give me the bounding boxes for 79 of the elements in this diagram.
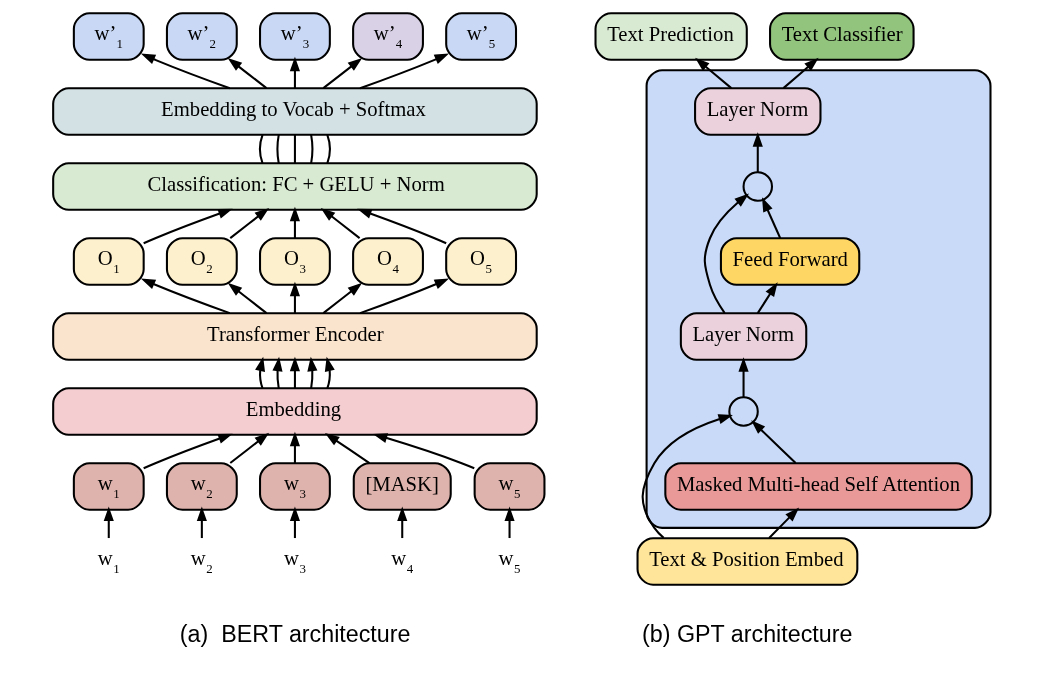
arrow [289,356,300,389]
arrow [504,506,515,539]
arrow [227,282,268,314]
arrow [140,278,231,315]
arrow [255,356,265,389]
arrow [289,431,300,464]
label: (a) BERT architecture [179,621,411,648]
node-box: Masked Multi-head Self Attention [664,462,973,511]
arrow [143,208,233,245]
arrow [751,420,797,464]
arrow [322,282,363,314]
node-box: Transformer Encoder [52,312,538,361]
node-box: O$_{2}$ [165,237,238,286]
node-box: w’$_{4}$ [352,12,424,61]
node-box: Layer Norm [694,87,822,136]
node-box: Text Classifier [769,12,915,61]
arrow [229,207,270,239]
node-box: w$_{3}$ [259,462,331,511]
node-box: w’$_{2}$ [165,12,238,61]
node-box: Embedding [52,387,538,436]
arrow [227,57,268,89]
arrow [359,278,450,315]
node-box: w$_{2}$ [165,462,238,511]
arrow [397,506,408,539]
arrow [143,433,233,470]
node-box: w$_{1}$ [72,462,145,511]
node-circle [742,171,774,202]
arrow [738,357,749,398]
node-box: Text & Position Embed [636,537,859,586]
arrow [289,206,300,239]
arrow [196,506,207,539]
arrow [289,281,300,314]
node-box: [MASK] [352,462,452,511]
node-box: w$_{5}$ [473,462,546,511]
connector [259,134,264,164]
arrow [641,414,733,539]
cluster [645,69,992,529]
arrow [756,282,778,314]
arrow [289,56,300,89]
connector [276,134,280,164]
node-box: O$_{4}$ [352,237,424,286]
arrow [703,193,749,314]
label: (b) GPT architecture [642,621,853,648]
node-circle [728,396,759,427]
arrow [140,53,231,90]
node-box: Classification: FC + GELU + Norm [52,162,538,211]
arrow [324,433,371,464]
node-box: Embedding to Vocab + Softmax [52,87,538,136]
node-box: O$_{1}$ [72,237,145,286]
arrow [272,356,283,389]
arrow [322,57,363,89]
node-box: O$_{3}$ [259,237,331,286]
node-text: w$_{1}$ [97,547,120,576]
node-text: w$_{2}$ [190,547,213,576]
arrow [320,207,361,239]
node-box: w’$_{5}$ [445,12,518,61]
arrow [289,506,300,539]
node-box: w’$_{1}$ [72,12,145,61]
arrow [103,506,114,539]
arrow [307,356,318,389]
node-box: Text Prediction [594,12,748,61]
connector [326,134,331,164]
node-box: O$_{5}$ [445,237,518,286]
node-text: w$_{4}$ [391,547,414,576]
arrow [324,356,335,389]
node-box: Layer Norm [679,312,808,361]
node-text: w$_{3}$ [283,547,306,576]
arrow [752,132,763,173]
arrow [359,53,450,90]
arrow [762,197,782,239]
arrow [768,507,800,539]
node-box: Feed Forward [719,237,861,286]
arrow [229,432,270,464]
arrow [357,208,447,245]
connector [293,134,296,164]
arrow [372,433,475,470]
node-box: w’$_{3}$ [259,12,331,61]
connector [310,134,314,164]
node-text: w$_{5}$ [498,547,521,576]
